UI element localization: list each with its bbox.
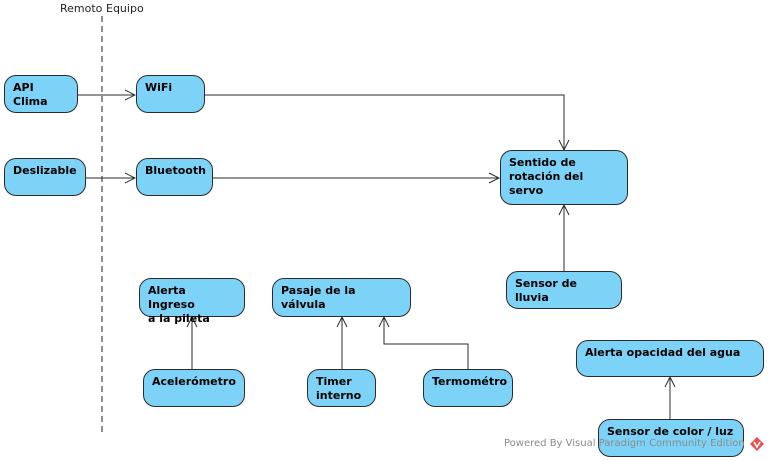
node-bluetooth[interactable]: Bluetooth (136, 158, 213, 196)
visual-paradigm-logo-icon (750, 437, 764, 451)
watermark-text: Powered By Visual Paradigm Community Edi… (504, 438, 745, 449)
lane-label-remote: Remoto (60, 2, 103, 15)
node-alerta-opacidad[interactable]: Alerta opacidad del agua (576, 340, 764, 377)
node-termometro[interactable]: Termométro (423, 369, 513, 407)
node-api-clima[interactable]: API Clima (4, 75, 78, 113)
node-wifi[interactable]: WiFi (136, 75, 205, 113)
node-sensor-color[interactable]: Sensor de color / luz (598, 419, 744, 457)
node-pasaje-valvula[interactable]: Pasaje de la válvula (272, 278, 411, 317)
edge-termometro-to-valvula (384, 317, 469, 369)
edge-wifi-to-sentido (205, 94, 564, 150)
lane-label-equipment: Equipo (106, 2, 144, 15)
node-deslizable[interactable]: Deslizable (4, 158, 86, 196)
node-sensor-lluvia[interactable]: Sensor de lluvia (506, 271, 622, 309)
node-sentido-rotacion[interactable]: Sentido de rotación del servo (500, 150, 628, 205)
node-acelerometro[interactable]: Acelerómetro (143, 369, 245, 407)
node-timer-interno[interactable]: Timer interno (307, 369, 376, 407)
node-alerta-ingreso[interactable]: Alerta Ingreso a la pileta (139, 278, 245, 325)
